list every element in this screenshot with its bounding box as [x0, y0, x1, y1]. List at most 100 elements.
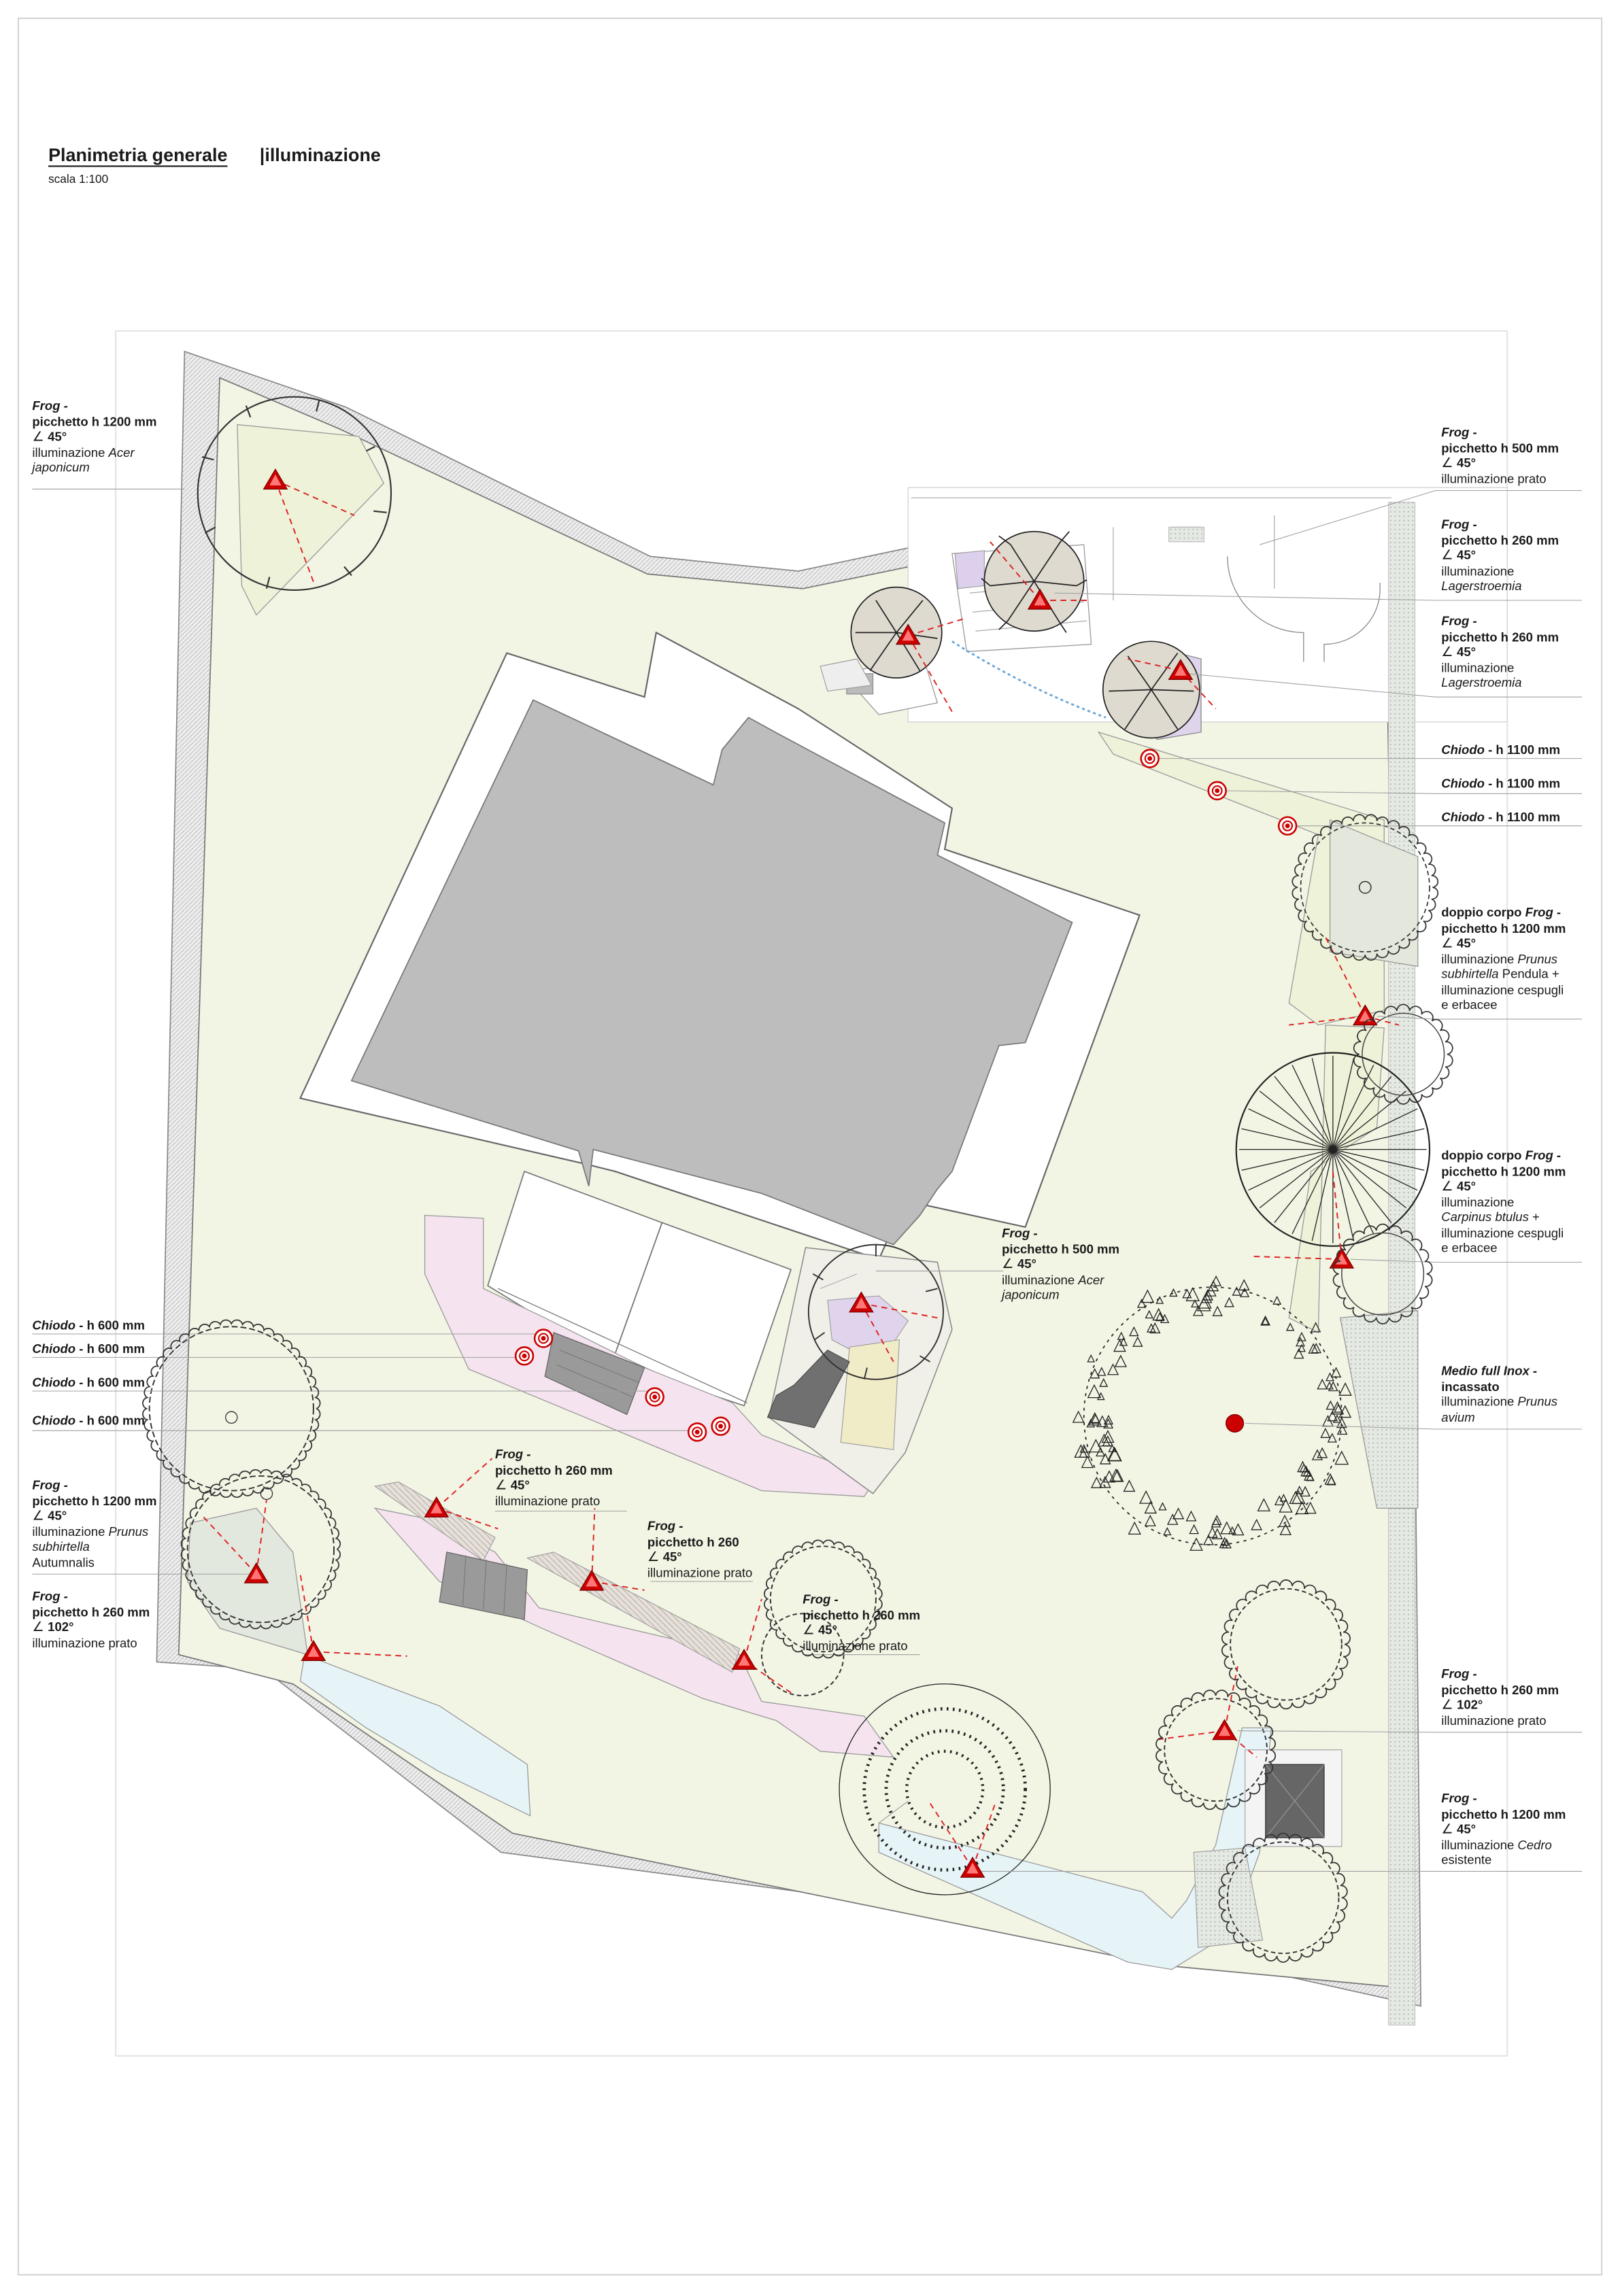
label-sub: - h 600 mm [75, 1413, 145, 1428]
label-sub: picchetto h 260 mm [1441, 629, 1559, 644]
foliage-mark [1302, 1468, 1312, 1477]
foliage-mark [1107, 1447, 1122, 1462]
foliage-mark [1074, 1444, 1088, 1458]
drawing-frame [115, 330, 1508, 2057]
house-roof [350, 699, 1073, 1246]
foliage-mark [1211, 1275, 1222, 1286]
label-doppio-prunus: doppio corpo Frog - picchetto h 1200 mm … [1441, 905, 1566, 1012]
label-frog-acer-nw: Frog - picchetto h 1200 mm ∠ 45° illumin… [32, 398, 156, 475]
foliage-mark [1189, 1537, 1203, 1551]
label-title: Frog - [32, 398, 68, 413]
foliage-mark [1202, 1289, 1213, 1301]
stair-flight-2 [439, 1552, 528, 1620]
angle-icon: ∠ [803, 1622, 819, 1637]
label-title: Frog - [1002, 1225, 1038, 1241]
foliage-mark [1260, 1315, 1270, 1326]
label-desc2-italic: Lagerstroemia [1441, 578, 1522, 594]
label-title: Frog - [494, 1446, 531, 1462]
foliage-mark [1285, 1322, 1295, 1331]
label-desc2-italic: Lagerstroemia [1441, 674, 1522, 690]
label-doppio-carpinus: doppio corpo Frog - picchetto h 1200 mm … [1441, 1148, 1566, 1256]
title-main: Planimetria generale [48, 145, 228, 166]
foliage-mark [1326, 1475, 1336, 1486]
foliage-mark [1149, 1322, 1161, 1334]
foliage-mark [1155, 1296, 1164, 1304]
angle-icon: ∠ [647, 1549, 663, 1564]
red-ring-icon [645, 1387, 664, 1407]
foliage-mark [1334, 1450, 1349, 1465]
foliage-mark [1172, 1507, 1185, 1520]
label-desc-italic: Acer [108, 444, 135, 460]
foliage-mark [1132, 1336, 1143, 1347]
foliage-mark [1220, 1521, 1234, 1535]
label-title: Frog - [647, 1518, 684, 1533]
tree-outline [180, 1469, 341, 1630]
foliage-mark [1090, 1476, 1102, 1488]
foliage-mark [1334, 1403, 1343, 1413]
label-title: Frog - [1441, 1666, 1477, 1681]
foliage-mark [1279, 1498, 1293, 1513]
foliage-mark [1295, 1501, 1309, 1515]
label-sub: picchetto h 260 mm [803, 1607, 921, 1622]
label-desc2-italic: avium [1441, 1409, 1475, 1424]
angle-icon: ∠ [1441, 936, 1457, 950]
foliage-mark [1087, 1384, 1102, 1399]
label-title: Chiodo [1441, 809, 1485, 825]
label-title: Frog - [1441, 613, 1477, 628]
sheet-border [17, 17, 1603, 2276]
label-desc3: Autumnalis [32, 1554, 95, 1569]
tree-outline [1292, 814, 1439, 961]
label-sub: picchetto h 260 mm [494, 1462, 613, 1477]
label-desc2: + [1528, 1209, 1540, 1224]
foliage-mark [1211, 1528, 1224, 1539]
label-sub: picchetto h 1200 mm [1441, 1163, 1566, 1178]
label-desc4: e erbacee [1441, 1240, 1498, 1255]
terrace-right [611, 1222, 792, 1407]
foliage-mark [1144, 1514, 1156, 1526]
label-angle: 45° [1457, 644, 1476, 659]
label-desc2-italic: japonicum [1002, 1287, 1060, 1302]
label-sub: - h 600 mm [75, 1318, 145, 1333]
tree-right-bottom-1 [1230, 1588, 1343, 1701]
label-sub: - h 1100 mm [1484, 776, 1561, 791]
red-ring-icon [1277, 816, 1298, 836]
foliage-mark [1090, 1368, 1100, 1379]
tree-prunus-avium [1083, 1286, 1343, 1546]
foliage-mark [1336, 1424, 1348, 1435]
label-desc2-italic: japonicum [32, 460, 90, 475]
foliage-mark [1328, 1381, 1338, 1392]
label-chiodo-r1: Chiodo - h 1100 mm [1441, 742, 1560, 758]
foliage-mark [1211, 1517, 1221, 1528]
label-title: Frog - [1441, 424, 1477, 440]
page-title: Planimetria generale|illuminazione [48, 145, 381, 165]
label-chiodo-l3: Chiodo - h 600 mm [32, 1375, 145, 1390]
label-sub: picchetto h 1200 mm [1441, 920, 1566, 936]
red-dot-icon [1226, 1413, 1245, 1433]
shrub-outline [763, 1539, 883, 1659]
label-angle: 45° [48, 1508, 67, 1523]
foliage-mark [1189, 1524, 1199, 1535]
label-post: - [1553, 904, 1562, 920]
foliage-mark [1119, 1337, 1128, 1346]
label-sub: picchetto h 1200 mm [32, 1492, 157, 1508]
label-sub: picchetto h 260 [647, 1534, 739, 1549]
label-desc: illuminazione [1441, 1394, 1515, 1409]
label-title: Frog - [1441, 1790, 1477, 1806]
foliage-mark [1289, 1490, 1302, 1504]
label-sub: - h 1100 mm [1484, 809, 1561, 825]
foliage-mark [1097, 1433, 1111, 1447]
label-desc3: illuminazione cespugli [1441, 982, 1564, 997]
tree-lagerstroemia-1 [981, 530, 1087, 633]
foliage-mark [1129, 1326, 1139, 1337]
foliage-mark [1306, 1473, 1315, 1481]
label-angle: 45° [1457, 1178, 1476, 1194]
foliage-mark [1163, 1526, 1172, 1536]
foliage-mark [1224, 1297, 1234, 1307]
tree-lagerstroemia-3 [1102, 640, 1200, 739]
label-title: Medio full Inox - [1441, 1363, 1538, 1378]
angle-icon: ∠ [1441, 644, 1457, 659]
label-desc: illuminazione [32, 1523, 105, 1539]
label-desc: illuminazione prato [647, 1564, 753, 1579]
foliage-mark [1228, 1526, 1236, 1535]
